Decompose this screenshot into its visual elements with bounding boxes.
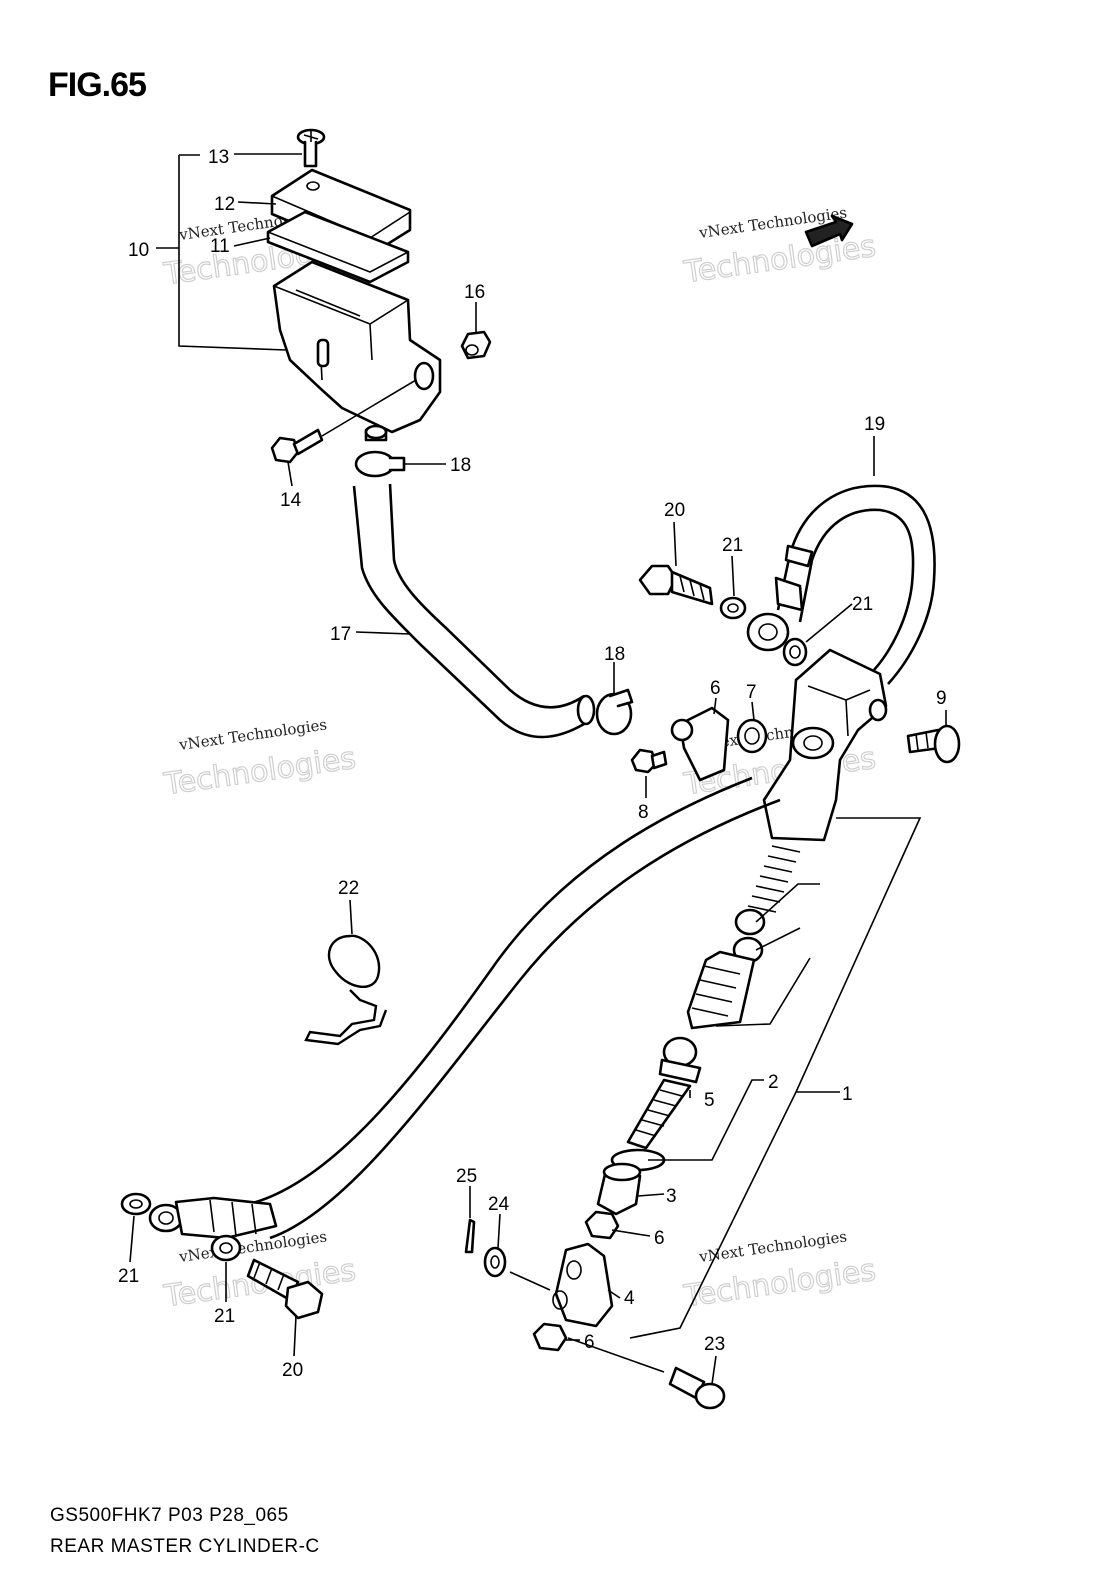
cap-screw — [296, 128, 326, 168]
supply-hose — [352, 483, 596, 739]
leader-lines — [129, 153, 947, 1385]
callout-2: 2 — [768, 1072, 779, 1093]
reservoir-body — [272, 260, 442, 442]
callout-21-c: 21 — [118, 1266, 139, 1287]
figure-title: FIG.65 — [48, 66, 147, 104]
callout-18-top: 18 — [450, 455, 471, 476]
callout-23: 23 — [704, 1334, 725, 1355]
callout-15: 14 — [280, 490, 302, 511]
callout-25: 25 — [456, 1166, 477, 1187]
callout-1: 1 — [842, 1084, 853, 1105]
callout-21-a: 21 — [722, 535, 743, 556]
callout-21-b: 21 — [852, 594, 873, 615]
watermark-group: Technologies vNext Technologies Technolo… — [161, 203, 879, 1315]
callout-24: 24 — [488, 1194, 510, 1215]
callout-11: 10 — [128, 240, 149, 261]
callout-6-top: 6 — [654, 1228, 665, 1249]
callout-20-lower: 20 — [282, 1360, 303, 1381]
lower-banjo-assembly — [120, 1192, 324, 1320]
callout-17: 17 — [330, 624, 351, 645]
callout-18-lower: 18 — [604, 644, 625, 665]
watermark: Technologies vNext Technologies — [681, 203, 879, 291]
diagram-name: REAR MASTER CYLINDER-C — [50, 1536, 320, 1557]
callout-7: 6 — [710, 678, 721, 699]
diagram-code: GS500FHK7 P03 P28_065 — [50, 1505, 289, 1526]
bolt — [270, 379, 417, 464]
callout-20-top: 20 — [664, 500, 685, 521]
callout-8: 7 — [746, 682, 757, 703]
watermark: Technologies vNext Technologies — [161, 715, 359, 803]
callout-16: 16 — [464, 282, 485, 303]
cylinder-internals — [464, 845, 801, 1410]
master-cylinder-head — [239, 484, 961, 1240]
callout-21-d: 21 — [214, 1306, 235, 1327]
callout-12: 11 — [210, 236, 230, 257]
hose-clamp — [354, 450, 406, 478]
reservoir-assembly — [266, 128, 492, 478]
callout-22: 22 — [338, 878, 359, 899]
callout-4: 4 — [624, 1288, 635, 1309]
diaphragm-plate — [266, 210, 410, 284]
callout-labels: 13 12 10 11 16 14 18 17 19 20 21 21 18 6… — [118, 147, 947, 1381]
callout-10: 9 — [936, 688, 947, 709]
callout-13: 12 — [214, 194, 235, 215]
callout-5: 5 — [704, 1090, 715, 1111]
watermark: Technologies vNext Technologies — [681, 1227, 879, 1315]
callout-14: 13 — [208, 147, 229, 168]
nut — [460, 330, 492, 360]
spring-clip — [304, 934, 388, 1046]
hose-clamp — [595, 688, 634, 736]
callout-9: 8 — [638, 802, 649, 823]
callout-3: 3 — [666, 1186, 677, 1207]
callout-19: 19 — [864, 414, 885, 435]
callout-6-lower: 6 — [584, 1332, 595, 1353]
front-arrow-icon — [804, 214, 854, 248]
